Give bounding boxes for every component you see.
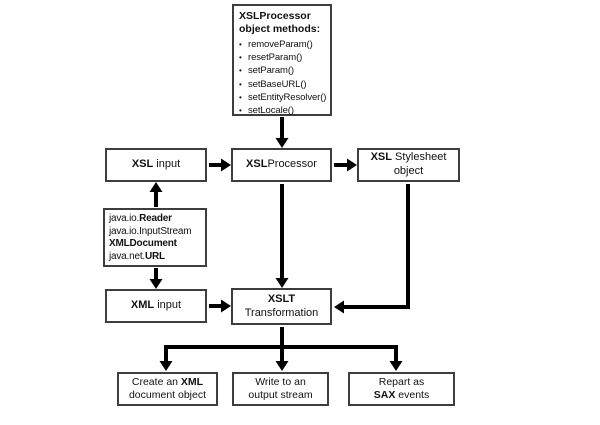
methods-title-line2: object methods: [239, 23, 321, 36]
box-create-xml-document: Create an XML document object [117, 372, 218, 406]
box-label-line2: SAX events [374, 389, 429, 402]
method-item-label: setParam() [248, 65, 294, 77]
arrowhead-down-branch-left [159, 361, 173, 371]
arrowhead-right-xslinput [221, 158, 231, 172]
java-type-pre: java.io. [109, 213, 140, 224]
method-item-label: setLocale() [248, 104, 294, 116]
arrowhead-left-stylesheet [334, 300, 344, 314]
box-label-line1: Repart as [378, 375, 425, 388]
bullet-icon: • [239, 105, 242, 115]
box-label-line1: Create an XML [132, 376, 203, 389]
label-strong: XML [130, 299, 155, 312]
bullet-icon: • [239, 79, 242, 89]
label-bold: SAX [373, 389, 396, 401]
methods-title-line1: XSLProcessor [239, 10, 311, 22]
method-item: • removeParam() [239, 38, 330, 51]
method-item-label: setBaseURL() [248, 78, 307, 90]
bullet-icon: • [239, 40, 242, 50]
label-rest: input [154, 299, 182, 312]
arrowhead-down-methods [275, 138, 289, 148]
label-strong: XSL [370, 151, 392, 164]
box-write-output-stream: Write to an output stream [232, 372, 329, 406]
method-item: • resetParam() [239, 51, 330, 64]
box-label-line1: Write to an [255, 375, 306, 388]
box-java-input-types: java.io.Reader java.io.InputStream XMLDo… [103, 208, 207, 267]
bullet-icon: • [239, 92, 242, 102]
bullet-icon: • [239, 53, 242, 63]
label-rest: events [395, 389, 430, 401]
box-label-line2: document object [128, 389, 207, 401]
java-type-bold: URL [145, 250, 165, 262]
box-label: XML input [131, 299, 181, 313]
arrowhead-right-xmlinput [221, 299, 231, 313]
box-xslt-transformation: XSLT Transformation [231, 288, 332, 325]
java-type-line: java.net.URL [109, 251, 205, 264]
arrow-stylesheet-to-xslt-shaft [344, 184, 410, 309]
label-bold: XML [180, 375, 204, 388]
box-xslprocessor: XSLProcessor [231, 148, 332, 182]
java-type-line: java.io.Reader [109, 213, 205, 226]
java-type-line: XMLDocument [109, 238, 205, 251]
box-label-line2: object [393, 165, 424, 177]
bullet-icon: • [239, 66, 242, 76]
label-strong: XSL [246, 158, 268, 171]
label-rest: Processor [267, 158, 317, 171]
java-type-bold: Reader [139, 213, 172, 224]
box-report-sax-events: Repart as SAX events [348, 372, 455, 406]
label-strong: XSL [131, 158, 154, 171]
label-rest: Stylesheet [391, 151, 447, 164]
box-label-line2: output stream [248, 389, 313, 401]
box-xml-input: XML input [105, 289, 207, 323]
box-label-line1: XSL Stylesheet [371, 151, 447, 165]
method-item-label: removeParam() [248, 39, 313, 51]
box-label: XSL input [132, 158, 180, 172]
method-item: • setParam() [239, 64, 330, 77]
arrowhead-right-xslprocessor [347, 158, 357, 172]
box-label-line1: XSLT [267, 292, 296, 305]
box-xsl-stylesheet-object: XSL Stylesheet object [357, 148, 460, 182]
box-xslprocessor-methods: XSLProcessor object methods: • removePar… [232, 4, 332, 116]
box-xsl-input: XSL input [105, 148, 207, 182]
arrowhead-down-xslt [275, 278, 289, 288]
arrowhead-down-branch-right [389, 361, 403, 371]
method-item: • setLocale() [239, 104, 330, 117]
methods-list: • removeParam() • resetParam() • setPara… [239, 38, 330, 117]
arrowhead-down-javabox [149, 279, 163, 289]
method-item-label: resetParam() [248, 52, 303, 64]
java-type-bold: XMLDocument [109, 238, 177, 249]
label-rest: input [153, 158, 181, 171]
method-item: • setEntityResolver() [239, 91, 330, 104]
method-item: • setBaseURL() [239, 78, 330, 91]
arrowhead-down-branch-mid [275, 361, 289, 371]
box-label: XSLProcessor [246, 158, 317, 172]
box-label-line2: Transformation [244, 306, 319, 319]
method-item-label: setEntityResolver() [248, 91, 327, 103]
java-type-pre: java.io.InputStream [109, 225, 192, 237]
java-type-line: java.io.InputStream [109, 226, 205, 239]
java-type-pre: java.net. [109, 250, 146, 262]
label-pre: Create an [131, 375, 181, 388]
arrowhead-up-javabox [149, 182, 163, 192]
